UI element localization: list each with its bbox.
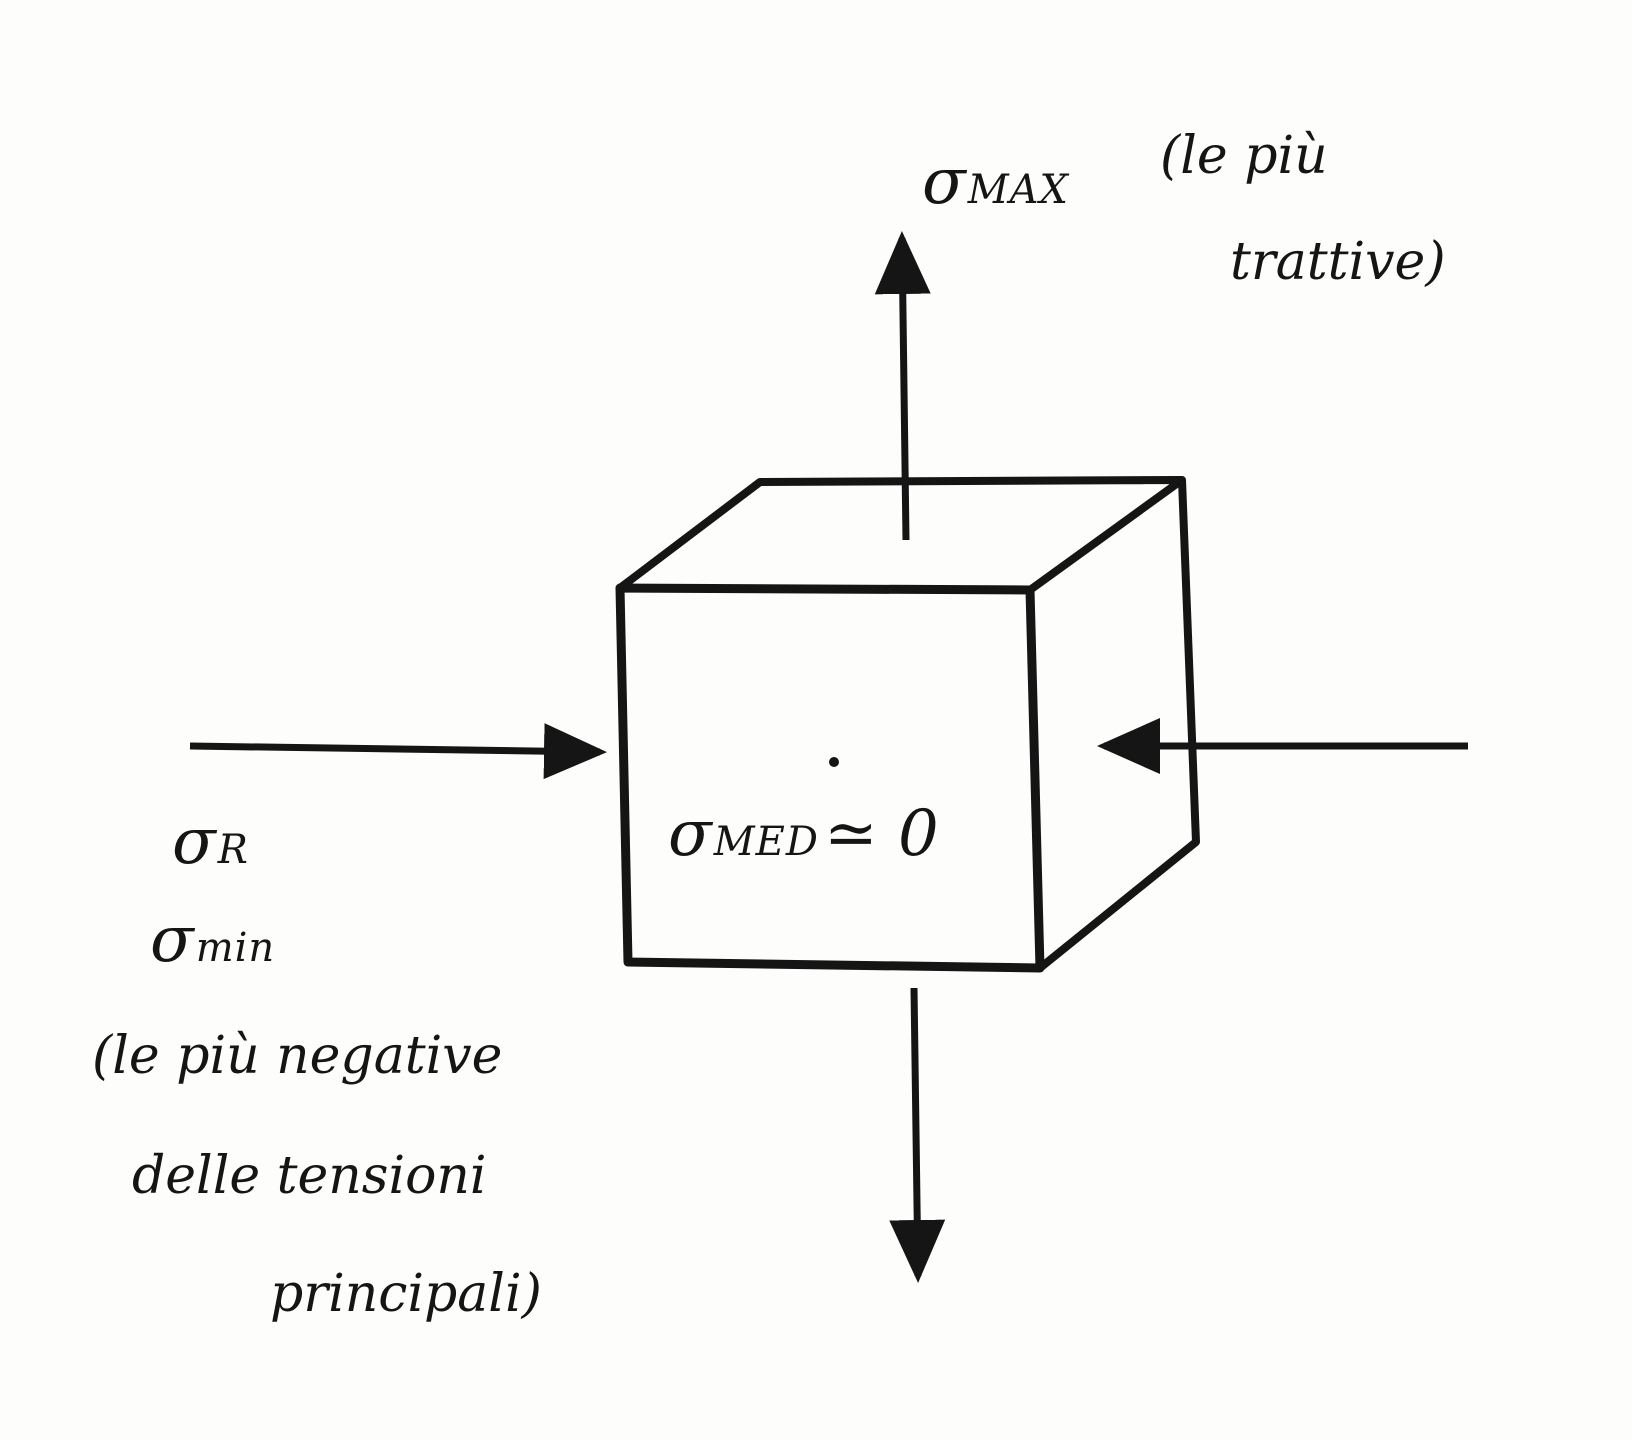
sigma-max-arrow	[874, 231, 931, 541]
sigma-r-symbol: σ	[172, 805, 216, 879]
cube-center-point	[829, 757, 839, 767]
sigma-min-subscript: min	[195, 925, 276, 971]
sigma-min-label: σmin	[150, 908, 275, 972]
sigma-min-note-line2: delle tensioni	[132, 1146, 487, 1206]
downward-arrow	[889, 987, 946, 1283]
sigma-min-symbol: σ	[150, 903, 194, 977]
sigma-med-label: σMED ≃ 0	[668, 802, 939, 866]
sigma-max-symbol: σ	[922, 145, 966, 219]
sigma-max-subscript: MAX	[967, 167, 1070, 213]
sigma-max-note-line1: (le più	[1160, 126, 1328, 186]
sigma-med-subscript: MED	[713, 819, 819, 865]
sigma-med-relation: ≃ 0	[824, 797, 939, 871]
sigma-r-subscript: R	[217, 827, 249, 873]
cube-top-face	[617, 476, 1186, 594]
sigma-min-note-line3: principali)	[270, 1264, 542, 1324]
sigma-med-symbol: σ	[668, 797, 712, 871]
sigma-max-note-line2: trattive)	[1230, 232, 1446, 292]
sigma-min-note-line1: (le più negative	[92, 1026, 503, 1086]
sigma-r-label: σR	[172, 810, 249, 874]
left-compression-arrow	[189, 723, 607, 780]
cube-right-face	[1037, 479, 1200, 972]
cube-front-face	[615, 583, 1045, 973]
sigma-max-label: σMAX	[922, 150, 1069, 214]
